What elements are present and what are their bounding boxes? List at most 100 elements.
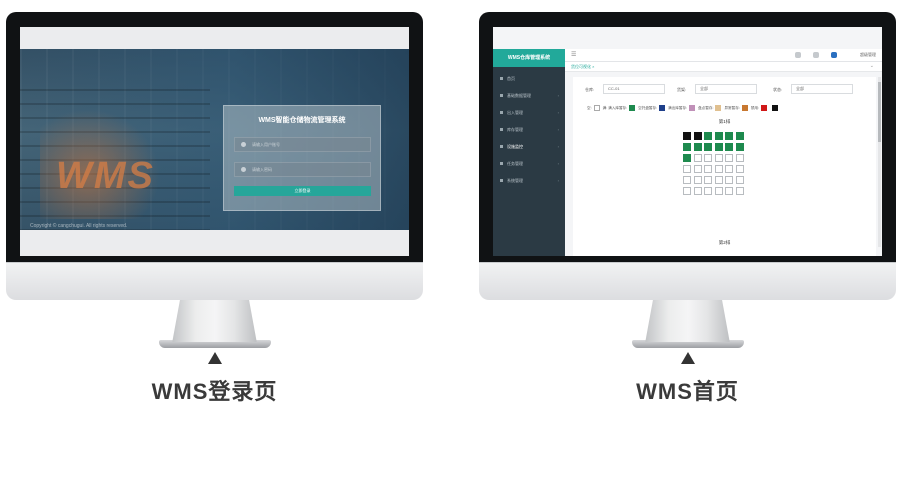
legend-swatch [593,105,600,111]
storage-location-cell[interactable] [714,143,723,151]
legend-label: 满: [602,105,608,110]
caption-login-text: WMS登录页 [151,379,278,404]
status-legend: 空: 满: 满入库暂存: 空托盘暂存: 满出库暂存: 盘点暂存: 异常暂存: 禁… [587,105,780,111]
monitor-base [631,340,744,348]
monitor-dashboard: WMS仓库管理系统 首页基础数据管理›出入管理›库存管理›设施监控›任务管理›系… [479,12,896,348]
storage-location-cell[interactable] [693,187,702,195]
storage-location-cell[interactable] [683,154,691,162]
tab-location-visualization[interactable]: 货位可视化 × [571,64,595,69]
storage-location-cell[interactable] [704,143,712,151]
legend-label: 空托盘暂存: [638,105,658,110]
storage-location-cell[interactable] [693,143,702,151]
storage-location-cell[interactable] [693,154,702,162]
storage-location-cell[interactable] [704,187,712,195]
password-placeholder: 请输入密码 [252,167,272,172]
filter-shelf-select[interactable]: 全部 [695,84,757,94]
storage-location-cell[interactable] [683,132,691,140]
storage-location-cell[interactable] [725,176,733,184]
login-button[interactable]: 立即登录 [234,186,371,196]
avatar[interactable] [831,52,837,58]
storage-location-cell[interactable] [735,176,744,184]
storage-location-cell[interactable] [714,165,723,173]
sidebar-item-label: 设施监控 [507,144,523,149]
sidebar-item[interactable]: 首页 [493,73,565,85]
password-input[interactable]: 请输入密码 [234,162,371,177]
storage-location-cell[interactable] [725,154,733,162]
storage-location-cell[interactable] [714,132,723,140]
storage-location-cell[interactable] [714,176,723,184]
storage-location-cell[interactable] [693,176,702,184]
sidebar-item[interactable]: 出入管理› [493,107,565,119]
filter-shelf-label: 货架: [677,87,687,92]
storage-location-cell[interactable] [704,176,712,184]
storage-location-cell[interactable] [693,165,702,173]
menu-item-icon [500,94,503,98]
dashboard-screen: WMS仓库管理系统 首页基础数据管理›出入管理›库存管理›设施监控›任务管理›系… [493,27,882,256]
storage-location-cell[interactable] [683,165,691,173]
wms-background-logo: WMS [56,155,155,197]
caption-dashboard-text: WMS首页 [636,379,739,404]
legend-label: 禁用: [750,105,760,110]
filter-status-select[interactable]: 全部 [791,84,853,94]
monitor-base [158,340,271,348]
sidebar-item[interactable]: 任务管理› [493,158,565,170]
chevron-right-icon: › [557,144,559,149]
filter-warehouse-label: 仓库: [585,87,595,92]
sidebar-item-label: 出入管理 [507,110,523,115]
storage-location-cell[interactable] [683,143,691,151]
chevron-right-icon: › [557,178,559,183]
storage-location-cell[interactable] [735,165,744,173]
screen-top-margin [20,27,409,49]
storage-location-cell[interactable] [735,187,744,195]
scrollbar[interactable] [878,77,881,247]
sidebar-item[interactable]: 设施监控 › [493,141,565,153]
storage-location-cell[interactable] [725,143,733,151]
sidebar-item-label: 首页 [507,76,515,81]
menu-item-icon [500,111,503,115]
chevron-down-icon[interactable]: ⌄ [869,63,874,69]
storage-location-cell[interactable] [704,154,712,162]
sidebar-item-label: 系统管理 [507,178,523,183]
storage-location-cell[interactable] [704,132,712,140]
storage-location-cell[interactable] [735,132,744,140]
storage-location-cell[interactable] [725,132,733,140]
storage-location-cell[interactable] [725,187,733,195]
storage-location-cell[interactable] [714,154,723,162]
filter-status-label: 状态: [773,87,783,92]
lock-icon [241,167,246,172]
tab-bar: 货位可视化 × ⌄ [565,62,882,72]
storage-location-cell[interactable] [683,176,691,184]
menu-item-icon [500,162,503,166]
sidebar-item[interactable]: 基础数据管理› [493,90,565,102]
storage-location-cell[interactable] [735,154,744,162]
username-input[interactable]: 请输入用户账号 [234,137,371,152]
screen-bottom-margin [20,230,409,256]
scrollbar-thumb[interactable] [878,82,881,142]
storage-location-cell[interactable] [704,165,712,173]
storage-location-cell[interactable] [725,165,733,173]
legend-swatch [659,105,666,111]
user-name[interactable]: 超级管理 [860,52,876,57]
storage-location-cell[interactable] [683,187,691,195]
lock-icon[interactable] [813,52,819,58]
menu-item-icon [500,179,503,183]
storage-location-cell[interactable] [693,132,702,140]
login-screen: WMS Copyright © cangchugui. All rights r… [20,27,409,256]
row-1-title: 第1排 [718,119,731,124]
chevron-right-icon: › [557,161,559,166]
main-content: 仓库: CC-01 货架: 全部 状态: 全部 空: 满: 满入库暂存: 空托盘… [573,77,876,256]
storage-location-cell[interactable] [714,187,723,195]
hamburger-icon[interactable]: ☰ [571,52,577,58]
sidebar-item[interactable]: 系统管理 › [493,175,565,187]
sidebar-item[interactable]: 库存管理 › [493,124,565,136]
dashboard: WMS仓库管理系统 首页基础数据管理›出入管理›库存管理›设施监控›任务管理›系… [493,27,882,256]
sidebar-item-label: 库存管理 [507,127,523,132]
storage-location-cell[interactable] [735,143,744,151]
filter-warehouse-select[interactable]: CC-01 [603,84,665,94]
legend-label: 空: [587,105,592,110]
monitor-bezel: WMS Copyright © cangchugui. All rights r… [6,12,423,262]
chevron-right-icon: › [557,127,559,132]
monitor-stand [645,300,730,342]
monitor-chin [479,262,896,300]
notification-icon[interactable] [795,52,801,58]
